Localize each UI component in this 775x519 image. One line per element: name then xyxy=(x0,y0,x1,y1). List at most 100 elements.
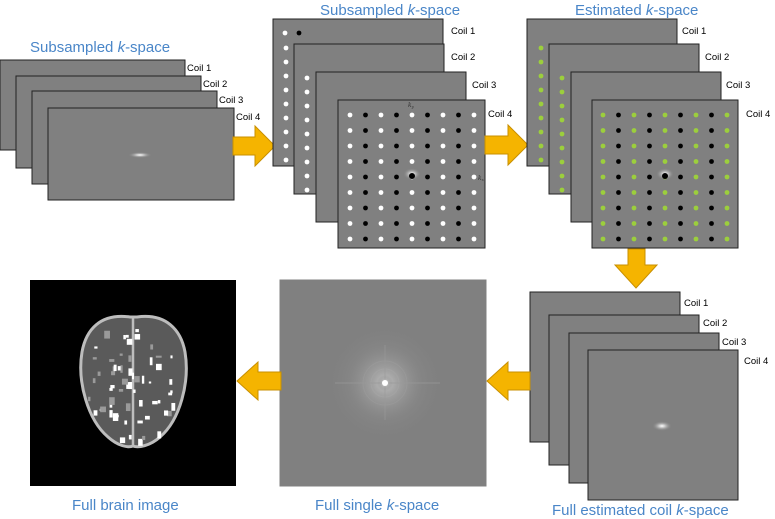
sample-dot xyxy=(347,236,353,242)
brain-speckle xyxy=(170,390,173,394)
sample-dot xyxy=(456,143,461,149)
sample-dot xyxy=(559,89,565,95)
coil-label-1: Coil 1 xyxy=(684,298,708,309)
sample-dot xyxy=(709,143,714,149)
arrow-right-icon xyxy=(232,124,276,168)
sample-dot xyxy=(394,174,399,180)
sample-dot xyxy=(678,128,683,133)
brain-speckle xyxy=(120,365,123,373)
sample-dot xyxy=(600,159,606,164)
sample-dot xyxy=(538,143,544,149)
coil-label-1: Coil 1 xyxy=(682,26,706,37)
sample-dot xyxy=(647,190,652,195)
sample-dot xyxy=(600,236,606,242)
coil-label-1: Coil 1 xyxy=(187,63,211,74)
sample-dot xyxy=(538,59,544,65)
sample-dot xyxy=(600,190,606,195)
center-sample-dot xyxy=(662,173,668,179)
brain-speckle xyxy=(92,378,96,384)
sample-dot xyxy=(600,221,606,226)
stage-estimated-grid: Estimated k-space Coil 1 Coil 2 Coil 3 C… xyxy=(526,2,770,249)
sample-dot xyxy=(724,143,730,149)
brain-speckle xyxy=(135,329,139,333)
sample-dot xyxy=(304,187,310,193)
sample-dot xyxy=(647,112,652,118)
sample-dot xyxy=(647,236,652,242)
brain-speckle xyxy=(125,403,131,412)
brain-speckle xyxy=(124,420,128,425)
sample-dot xyxy=(283,73,289,79)
sample-dot xyxy=(440,143,446,149)
sample-dot xyxy=(440,112,446,118)
sample-dot xyxy=(440,128,446,133)
sample-dot xyxy=(724,174,730,180)
brain-speckle xyxy=(149,357,153,366)
sample-dot xyxy=(693,128,699,133)
sample-dot xyxy=(440,174,446,180)
sample-dot xyxy=(471,112,477,118)
sample-dot xyxy=(283,157,289,163)
sample-dot xyxy=(440,159,446,164)
brain-speckle xyxy=(119,353,123,356)
sample-dot xyxy=(394,221,399,226)
sample-dot xyxy=(647,174,652,180)
sample-dot xyxy=(631,128,637,133)
sample-dot xyxy=(347,143,353,149)
sample-dot xyxy=(631,159,637,164)
sample-dot xyxy=(409,112,415,118)
sample-dot xyxy=(693,221,699,226)
sample-dot xyxy=(647,205,652,211)
sample-dot xyxy=(394,205,399,211)
sample-dot xyxy=(600,174,606,180)
sample-dot xyxy=(304,117,310,123)
sample-dot xyxy=(662,112,668,118)
coil-label-2: Coil 2 xyxy=(705,52,729,63)
sample-dot xyxy=(304,75,310,81)
sample-dot xyxy=(394,190,399,195)
sample-dot xyxy=(456,128,461,133)
sample-dot xyxy=(409,221,415,226)
sample-dot xyxy=(378,190,384,195)
grid-panel-4: ky kx xyxy=(337,99,486,249)
sample-dot xyxy=(678,112,683,118)
brain-speckle xyxy=(128,368,133,376)
brain-speckle xyxy=(169,379,173,385)
sample-dot xyxy=(425,159,430,164)
sample-dot xyxy=(662,205,668,211)
brain-speckle xyxy=(113,364,117,372)
sample-dot xyxy=(347,159,353,164)
sample-dot xyxy=(678,205,683,211)
brain-speckle xyxy=(117,366,121,371)
sample-dot xyxy=(559,117,565,123)
brain-speckle xyxy=(109,359,115,362)
arrow-right-icon xyxy=(484,123,529,167)
sample-dot xyxy=(709,221,714,226)
stage-brain-image: Full brain image xyxy=(30,280,236,514)
sample-dot xyxy=(471,236,477,242)
sample-dot xyxy=(409,128,415,133)
sample-dot xyxy=(347,174,353,180)
sample-dot xyxy=(724,236,730,242)
kspace-center-point xyxy=(382,380,388,386)
sample-dot xyxy=(631,205,637,211)
brain-speckle xyxy=(92,357,97,360)
sample-dot xyxy=(559,187,565,193)
sample-dot xyxy=(409,236,415,242)
sample-dot xyxy=(378,143,384,149)
caption-brain-image: Full brain image xyxy=(72,497,179,514)
sample-dot xyxy=(678,143,683,149)
sample-dot xyxy=(538,115,544,121)
arrow-left-icon xyxy=(486,360,531,402)
sample-dot xyxy=(559,131,565,137)
sample-dot xyxy=(394,128,399,133)
sample-dot xyxy=(425,143,430,149)
sample-dot xyxy=(425,205,430,211)
caption-full-single: Full single k-space xyxy=(315,497,439,514)
brain-speckle xyxy=(157,431,162,439)
brain-speckle xyxy=(119,437,126,444)
sample-dot xyxy=(616,236,621,242)
sample-dot xyxy=(283,101,289,107)
caption-subsampled-input: Subsampled k-space xyxy=(30,39,170,56)
sample-dot xyxy=(471,174,477,180)
sample-dot xyxy=(538,129,544,135)
